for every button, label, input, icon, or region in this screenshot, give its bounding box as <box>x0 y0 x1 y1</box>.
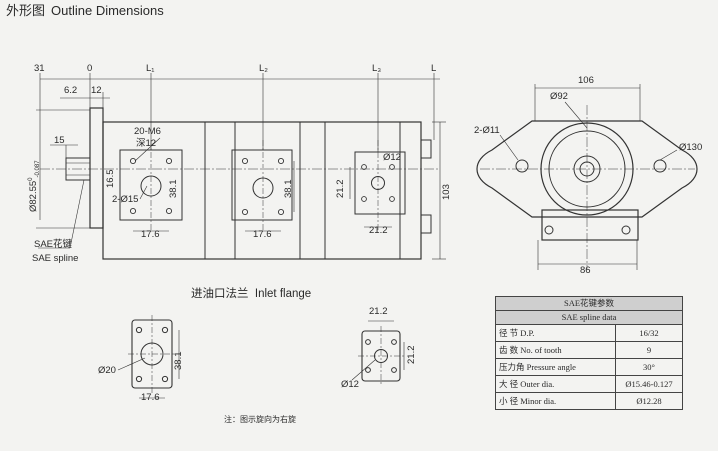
inlet-dim-17-6: 17.6 <box>141 392 160 403</box>
row-label: 大 径 Outer dia. <box>495 375 616 393</box>
pump-end-view <box>476 105 698 270</box>
table-row: 小 径 Minor dia.Ø12.28 <box>495 392 683 410</box>
dim-L1: L₁ <box>146 63 155 74</box>
row-label: 压力角 Pressure angle <box>495 358 616 376</box>
inlet-flange-title: 进油口法兰 Inlet flange <box>191 288 312 301</box>
dim-92: Ø92 <box>550 91 568 102</box>
dim-12-hole: Ø12 <box>383 152 401 163</box>
rotation-note: 注：图示旋向为右旋 <box>224 415 296 424</box>
pump-side-view <box>40 107 440 260</box>
dim-21-2-v: 21.2 <box>335 179 346 199</box>
dim-L3: L₃ <box>372 63 382 74</box>
tol-bottom: -0.087 <box>35 160 42 178</box>
table-title-en: SAE spline data <box>495 310 683 325</box>
dim-38-1-b: 38.1 <box>283 179 294 199</box>
inlet-dim-21-2-v: 21.2 <box>406 345 417 365</box>
thread-20-m6: 20-M6 <box>134 126 161 137</box>
dim-16-5: 16.5 <box>105 169 116 189</box>
dim-130: Ø130 <box>679 142 703 153</box>
row-value: Ø15.46-0.127 <box>615 375 683 393</box>
dim-103: 103 <box>441 184 452 200</box>
row-value: 30° <box>615 358 683 376</box>
table-header-row-en: SAE spline data <box>495 310 683 325</box>
dim-38-1: 38.1 <box>168 179 179 199</box>
inlet-title-en: Inlet flange <box>254 288 312 300</box>
row-label: 小 径 Minor dia. <box>495 392 616 410</box>
dim-0: 0 <box>87 63 93 74</box>
shaft-diameter-value: Ø82.55 <box>28 180 40 212</box>
spline-data-table: SAE花键参数 SAE spline data 径 节 D.P.16/32 齿 … <box>495 296 683 410</box>
inlet-dim-21-2-h: 21.2 <box>369 306 388 317</box>
dim-12: 12 <box>91 85 102 96</box>
inlet-flange-small <box>351 320 405 386</box>
dim-2-11: 2-Ø11 <box>474 125 500 136</box>
dim-21-2-h: 21.2 <box>369 225 388 236</box>
table-row: 径 节 D.P.16/32 <box>495 324 683 342</box>
row-label: 齿 数 No. of tooth <box>495 341 616 359</box>
inlet-flange-large <box>117 315 180 399</box>
table-header-row: SAE花键参数 <box>495 296 683 311</box>
thread-depth: 深12 <box>136 138 157 149</box>
dim-L: L <box>431 63 437 74</box>
page-title: 外形图 Outline Dimensions <box>6 4 164 17</box>
inlet-dim-38-1: 38.1 <box>173 351 184 371</box>
end-view-dimension-lines <box>499 84 678 270</box>
tol-top: 0 <box>28 177 34 181</box>
title-english: Outline Dimensions <box>51 3 164 18</box>
shaft-diameter: Ø82.550-0.087 <box>28 160 41 212</box>
row-value: 9 <box>615 341 683 359</box>
dim-6-2: 6.2 <box>64 85 78 96</box>
dim-86: 86 <box>580 265 591 276</box>
inlet-dim-12: Ø12 <box>341 379 359 390</box>
dim-15: 15 <box>54 135 65 146</box>
dim-106: 106 <box>578 75 594 86</box>
dim-31: 31 <box>34 63 45 74</box>
row-value: Ø12.28 <box>615 392 683 410</box>
title-chinese: 外形图 <box>6 3 46 18</box>
dim-17-6-a: 17.6 <box>141 229 160 240</box>
table-row: 大 径 Outer dia.Ø15.46-0.127 <box>495 375 683 393</box>
dim-17-6-b: 17.6 <box>253 229 272 240</box>
sae-spline-cn: SAE花键 <box>34 239 73 250</box>
row-value: 16/32 <box>615 324 683 342</box>
table-title-cn: SAE花键参数 <box>495 296 683 311</box>
top-dimension-lines <box>36 73 446 260</box>
dim-L2: L₂ <box>259 63 268 74</box>
inlet-title-cn: 进油口法兰 <box>191 288 249 300</box>
row-label: 径 节 D.P. <box>495 324 616 342</box>
dim-2-15: 2-Ø15 <box>112 194 139 205</box>
inlet-dim-20: Ø20 <box>98 365 116 376</box>
sae-spline-en: SAE spline <box>32 253 79 264</box>
